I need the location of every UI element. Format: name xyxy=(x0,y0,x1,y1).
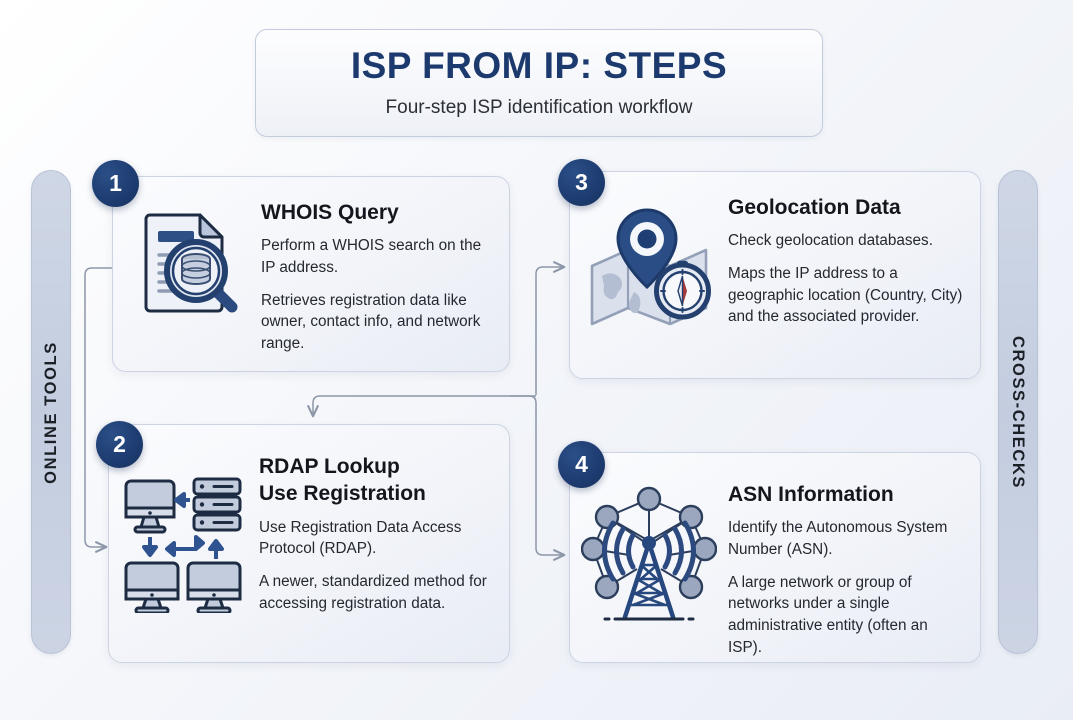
rail-online-tools: ONLINE TOOLS xyxy=(31,170,71,654)
connector-to-3 xyxy=(535,267,564,395)
step-badge-2: 2 xyxy=(96,421,143,468)
step-badge-1: 1 xyxy=(92,160,139,207)
step-card-2-body: RDAP Lookup Use Registration Use Registr… xyxy=(259,425,509,614)
page-subtitle: Four-step ISP identification workflow xyxy=(385,96,693,118)
step-title-2-line2: Use Registration xyxy=(259,482,426,506)
step-title-4: ASN Information xyxy=(728,483,894,506)
document-magnifier-database-icon xyxy=(113,177,261,319)
step-badge-3: 3 xyxy=(558,159,605,206)
step-card-3[interactable]: Geolocation Data Check geolocation datab… xyxy=(569,171,981,379)
step-title-1: WHOIS Query xyxy=(261,201,399,224)
step-line-1-1: Perform a WHOIS search on the IP address… xyxy=(261,237,482,277)
step-line-4-1: Identify the Autonomous System Number (A… xyxy=(728,519,948,559)
step-line-1-2: Retrieves registration data like owner, … xyxy=(261,291,481,353)
step-line-3-1: Check geolocation databases. xyxy=(728,232,933,250)
connector-to-4 xyxy=(510,395,564,555)
step-card-1-body: WHOIS Query Perform a WHOIS search on th… xyxy=(261,177,509,355)
step-title-3: Geolocation Data xyxy=(728,196,901,219)
rail-right-label: CROSS-CHECKS xyxy=(1009,335,1028,489)
step-line-2-1: Use Registration Data Access Protocol (R… xyxy=(259,518,462,558)
connector-1-down-to-2 xyxy=(313,395,536,416)
step-card-1[interactable]: WHOIS Query Perform a WHOIS search on th… xyxy=(112,176,510,372)
computers-server-exchange-icon xyxy=(109,425,259,613)
page-title: ISP FROM IP: STEPS xyxy=(350,45,728,87)
step-title-2: RDAP Lookup Use Registration xyxy=(259,453,493,508)
step-line-2-2: A newer, standardized method for accessi… xyxy=(259,573,487,612)
step-line-4-2: A large network or group of networks und… xyxy=(728,573,928,656)
step-card-2[interactable]: RDAP Lookup Use Registration Use Registr… xyxy=(108,424,510,663)
header-card: ISP FROM IP: STEPS Four-step ISP identif… xyxy=(255,29,823,137)
map-pin-compass-icon xyxy=(570,172,728,326)
step-card-4-body: ASN Information Identify the Autonomous … xyxy=(728,453,980,659)
rail-left-label: ONLINE TOOLS xyxy=(41,340,60,484)
rail-cross-checks: CROSS-CHECKS xyxy=(998,170,1038,654)
radio-tower-network-icon xyxy=(570,453,728,631)
step-card-3-body: Geolocation Data Check geolocation datab… xyxy=(728,172,980,328)
step-title-2-line1: RDAP Lookup xyxy=(259,455,400,478)
step-line-3-2: Maps the IP address to a geographic loca… xyxy=(728,265,963,326)
step-card-4[interactable]: ASN Information Identify the Autonomous … xyxy=(569,452,981,663)
step-badge-4: 4 xyxy=(558,441,605,488)
